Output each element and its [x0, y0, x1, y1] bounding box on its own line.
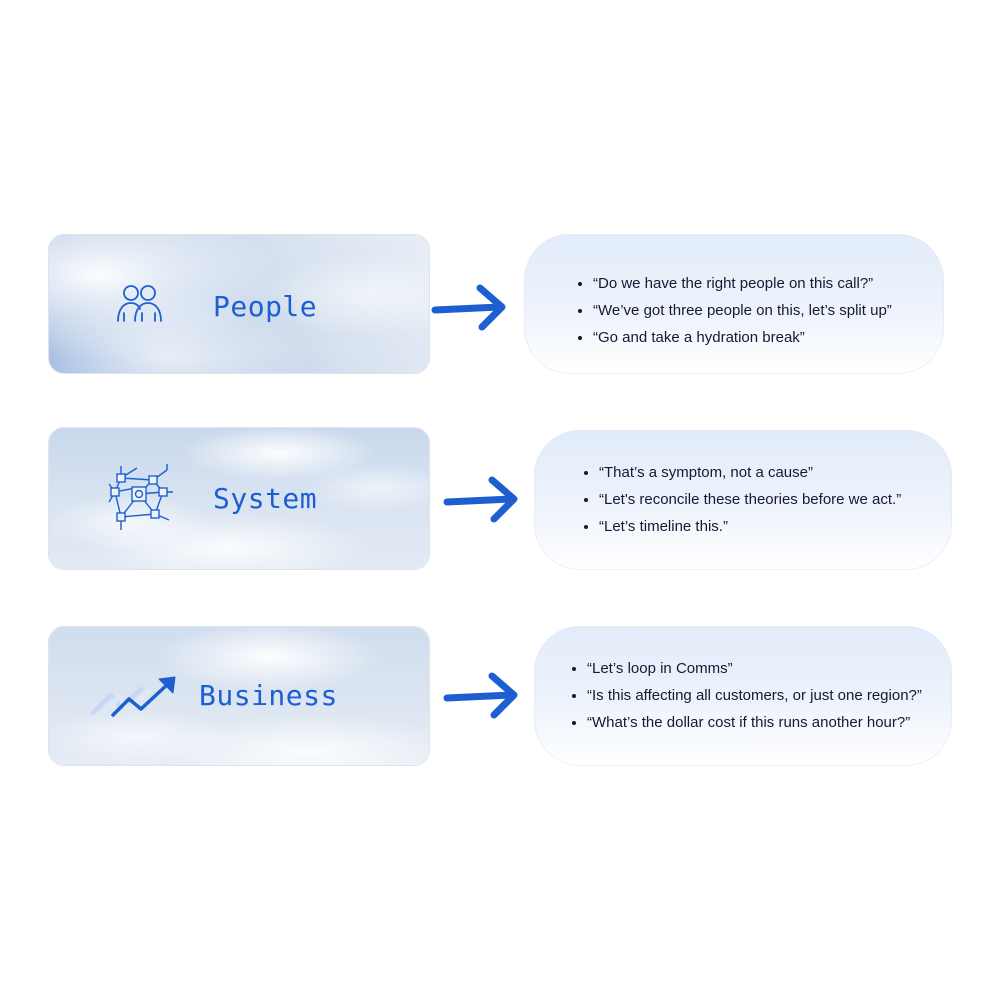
quote-item: “What’s the dollar cost if this runs ano…	[572, 709, 922, 736]
quote-item: “We’ve got three people on this, let’s s…	[578, 297, 892, 324]
arrow-right-icon	[443, 476, 518, 523]
quote-item: “Let’s timeline this.”	[584, 513, 901, 540]
quote-list: “Do we have the right people on this cal…	[578, 270, 892, 351]
card-label: Business	[199, 679, 338, 712]
trend-up-arrow-icon	[89, 673, 181, 724]
card-label: People	[213, 290, 318, 323]
system-card: System	[48, 427, 430, 570]
network-diagram-icon	[107, 464, 175, 537]
people-card: People	[48, 234, 430, 374]
quote-list: “That’s a symptom, not a cause” “Let's r…	[584, 459, 901, 540]
quote-item: “Is this affecting all customers, or jus…	[572, 682, 922, 709]
quote-item: “Go and take a hydration break”	[578, 324, 892, 351]
quote-item: “That’s a symptom, not a cause”	[584, 459, 901, 486]
quote-bubble: “Do we have the right people on this cal…	[524, 234, 944, 374]
quote-item: “Do we have the right people on this cal…	[578, 270, 892, 297]
quote-bubble: “That’s a symptom, not a cause” “Let's r…	[534, 430, 952, 570]
card-label: System	[213, 482, 318, 515]
people-icon	[115, 281, 167, 330]
quote-list: “Let’s loop in Comms” “Is this affecting…	[572, 655, 922, 736]
arrow-right-icon	[431, 284, 506, 331]
quote-bubble: “Let’s loop in Comms” “Is this affecting…	[534, 626, 952, 766]
quote-item: “Let's reconcile these theories before w…	[584, 486, 901, 513]
arrow-right-icon	[443, 672, 518, 719]
sky-background	[49, 428, 429, 569]
quote-item: “Let’s loop in Comms”	[572, 655, 922, 682]
business-card: Business	[48, 626, 430, 766]
